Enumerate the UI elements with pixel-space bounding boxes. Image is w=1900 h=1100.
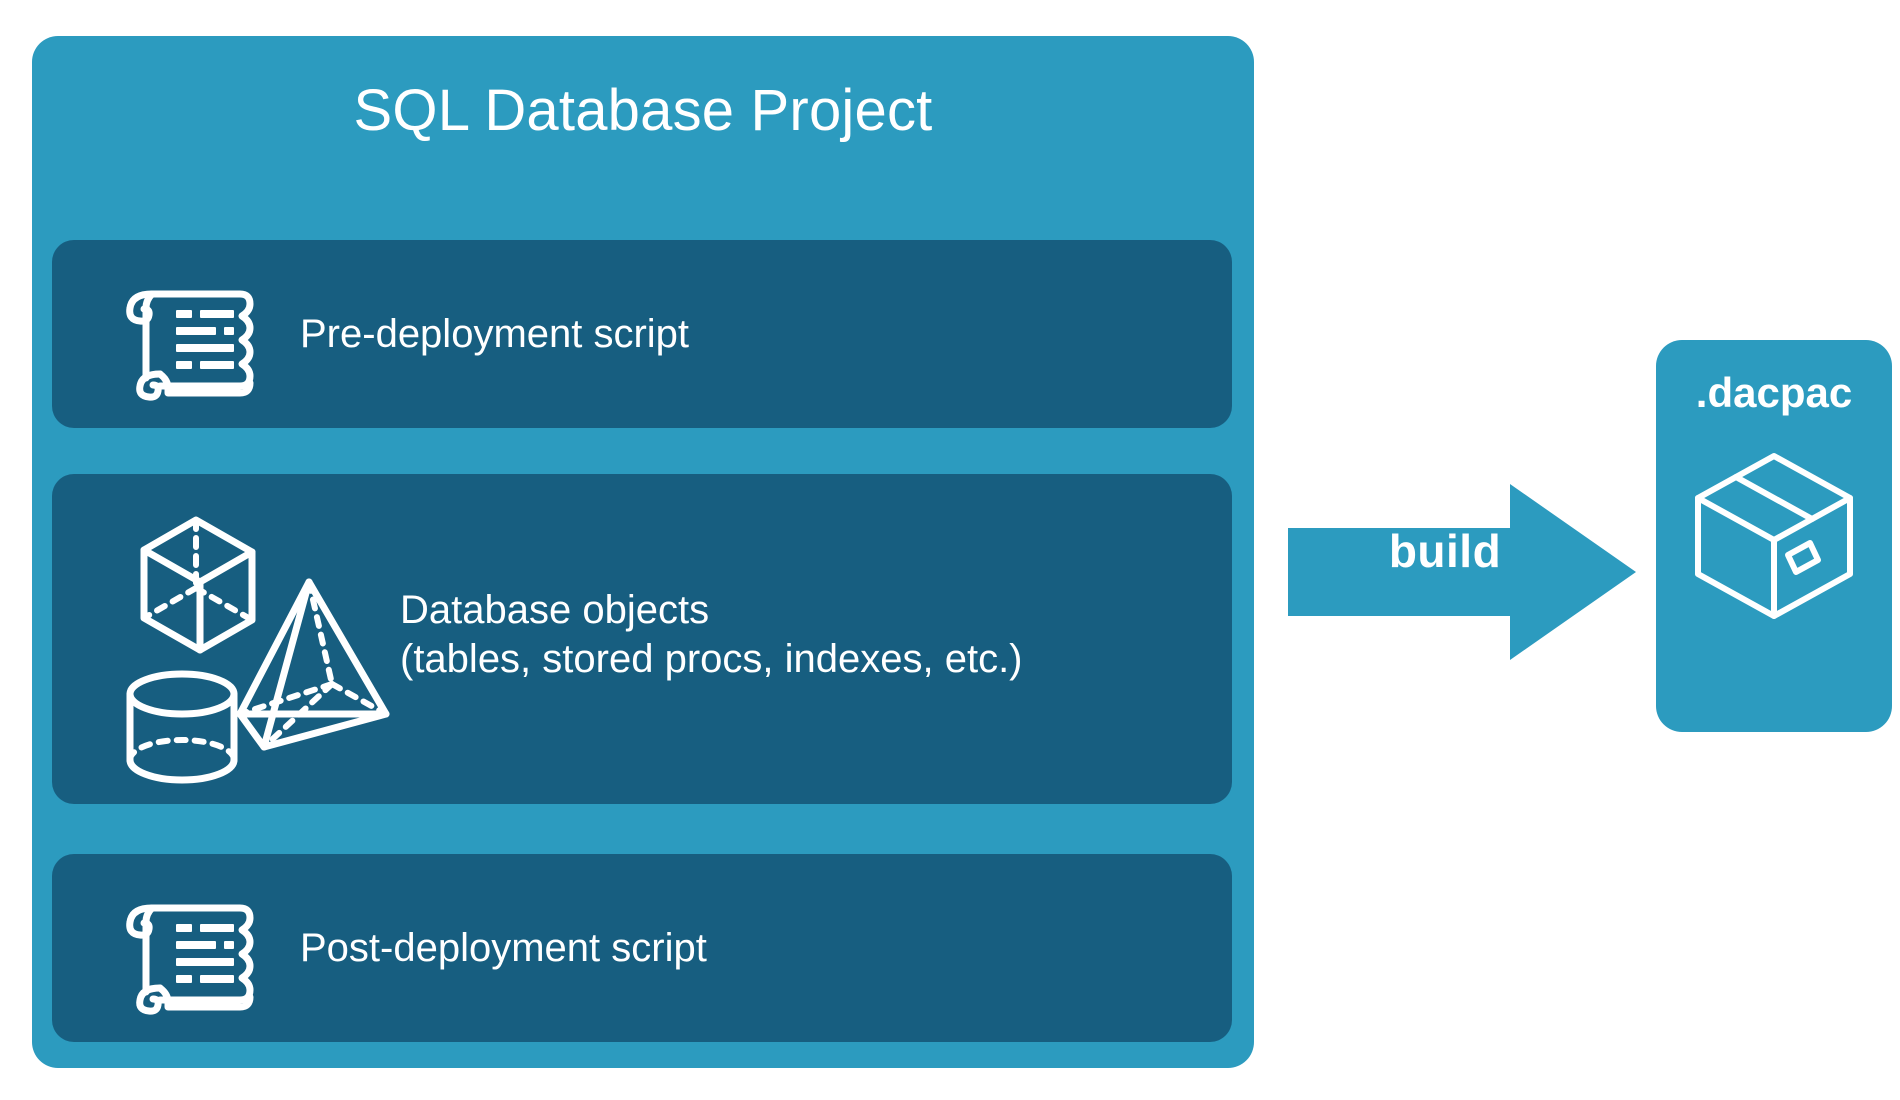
3d-shapes-icon (104, 502, 394, 784)
package-box-icon (1692, 450, 1856, 622)
card-label-database-objects-line1: Database objects (400, 588, 710, 632)
sql-database-project-container: SQL Database Project (32, 36, 1254, 1068)
dacpac-title: .dacpac (1695, 369, 1853, 416)
card-label-database-objects: Database objects(tables, stored procs, i… (400, 586, 1023, 684)
card-label-post-deployment: Post-deployment script (300, 926, 707, 970)
dacpac-output-container: .dacpac (1656, 340, 1892, 732)
scroll-icon (114, 894, 266, 1015)
scroll-icon (114, 280, 266, 401)
card-pre-deployment-script[interactable]: Pre-deployment script (52, 240, 1232, 428)
page-title: SQL Database Project (353, 78, 933, 143)
card-label-database-objects-line2: (tables, stored procs, indexes, etc.) (400, 636, 1023, 681)
build-arrow-icon (1288, 484, 1636, 660)
card-label-pre-deployment: Pre-deployment script (300, 312, 690, 356)
card-post-deployment-script[interactable]: Post-deployment script (52, 854, 1232, 1042)
card-database-objects[interactable]: Database objects(tables, stored procs, i… (52, 474, 1232, 804)
